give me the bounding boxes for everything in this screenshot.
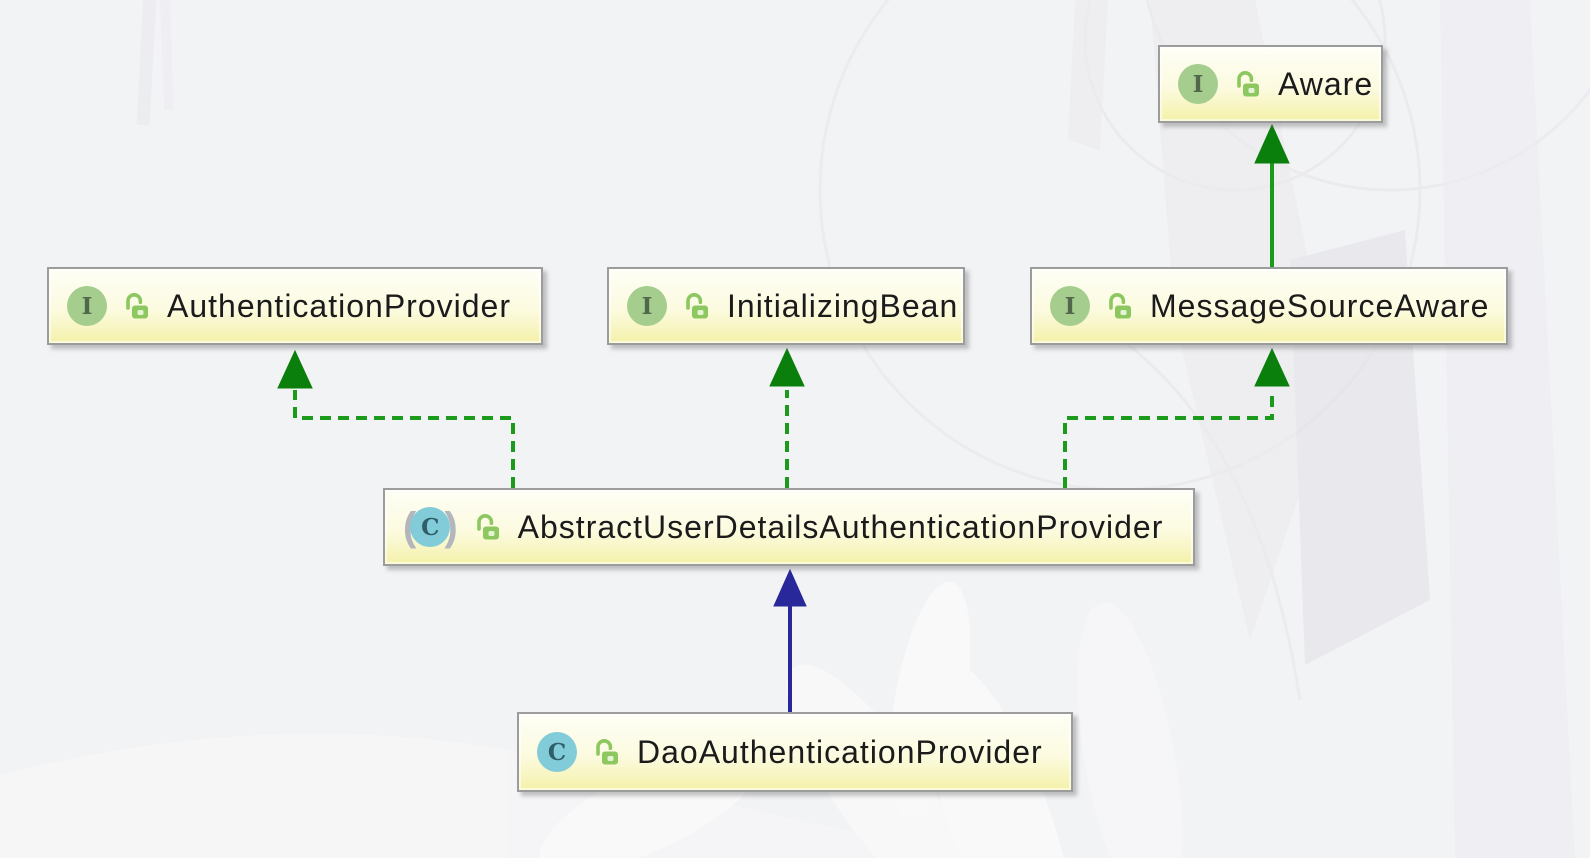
interface-icon: I: [1178, 64, 1218, 104]
class-name-label: Aware: [1278, 65, 1374, 102]
class-name-label: AuthenticationProvider: [167, 287, 511, 324]
class-name-label: MessageSourceAware: [1150, 287, 1490, 324]
class-name-label: DaoAuthenticationProvider: [637, 733, 1043, 770]
class-icon: C: [537, 732, 577, 772]
interface-icon: I: [67, 286, 107, 326]
edge-abstract-implements-messagesourceaware: [1063, 347, 1290, 488]
edge-abstract-implements-authenticationprovider: [277, 349, 515, 488]
class-node-daoauthenticationprovider[interactable]: C DaoAuthenticationProvider: [517, 712, 1073, 792]
public-visibility-icon: [681, 291, 711, 321]
abstract-class-icon: C: [403, 507, 458, 547]
class-node-initializingbean[interactable]: I InitializingBean: [607, 267, 965, 345]
edge-messagesourceaware-extends-aware: [1254, 123, 1290, 267]
class-node-aware[interactable]: I Aware: [1158, 45, 1383, 123]
edge-dao-extends-abstract: [773, 568, 807, 712]
interface-icon: I: [627, 286, 667, 326]
class-name-label: AbstractUserDetailsAuthenticationProvide…: [517, 508, 1164, 545]
public-visibility-icon: [1104, 291, 1134, 321]
class-name-label: InitializingBean: [727, 287, 959, 324]
interface-icon: I: [1050, 286, 1090, 326]
public-visibility-icon: [121, 291, 151, 321]
public-visibility-icon: [1232, 69, 1262, 99]
class-node-authenticationprovider[interactable]: I AuthenticationProvider: [47, 267, 543, 345]
edge-abstract-implements-initializingbean: [769, 347, 805, 488]
class-node-abstractuserdetailsauthenticationprovider[interactable]: C AbstractUserDetailsAuthenticationProvi…: [383, 488, 1195, 566]
class-node-messagesourceaware[interactable]: I MessageSourceAware: [1030, 267, 1508, 345]
public-visibility-icon: [591, 737, 621, 767]
public-visibility-icon: [472, 512, 502, 542]
